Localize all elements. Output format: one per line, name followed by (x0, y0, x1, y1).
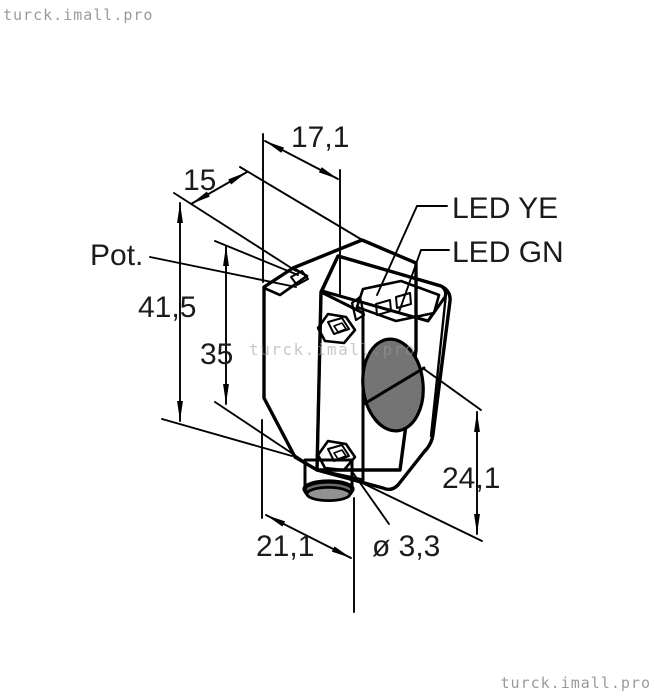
dimension-15: 15 (173, 164, 365, 272)
dim-label-35: 35 (200, 338, 233, 371)
dim-label-24-1: 24,1 (442, 462, 500, 495)
callout-pot: Pot. (90, 239, 297, 288)
callout-hole-diameter: ø 3,3 (350, 469, 440, 563)
led-ye-label: LED YE (452, 192, 558, 225)
mounting-hole-top (316, 312, 357, 345)
callout-led-gn: LED GN (398, 236, 564, 313)
led-window (350, 279, 441, 323)
housing-left-face (315, 290, 365, 482)
led-gn-label: LED GN (452, 236, 564, 269)
sensor-body (262, 238, 452, 502)
dim-label-17-1: 17,1 (291, 121, 349, 154)
lens-divider-line (362, 366, 426, 406)
connector-cap (305, 485, 352, 502)
callout-led-ye: LED YE (376, 192, 558, 296)
dimension-24-1: 24,1 (349, 368, 500, 542)
pot-label: Pot. (90, 239, 143, 272)
watermark-center: turck.imall.pro (249, 340, 416, 359)
potentiometer (290, 270, 309, 286)
cable-connector (302, 458, 355, 502)
dim-label-15: 15 (183, 164, 216, 197)
dimension-41-5: 41,5 (138, 202, 293, 457)
watermark-bottom-right: turck.imall.pro (501, 674, 651, 692)
dimension-21-1: 21,1 (256, 419, 355, 613)
sensor-front-housing (315, 254, 452, 492)
watermark-top-left: turck.imall.pro (3, 6, 153, 24)
led-yellow-indicator (375, 299, 392, 316)
sensor-lens (361, 337, 426, 433)
dim-label-41-5: 41,5 (138, 291, 196, 324)
dia-3-3-label: ø 3,3 (372, 530, 440, 563)
mounting-hole-bottom (316, 439, 357, 472)
dim-label-21-1: 21,1 (256, 530, 314, 563)
housing-right-edge (429, 292, 448, 438)
dimension-17-1: 17,1 (262, 121, 349, 297)
pot-step-ledge (262, 266, 309, 297)
